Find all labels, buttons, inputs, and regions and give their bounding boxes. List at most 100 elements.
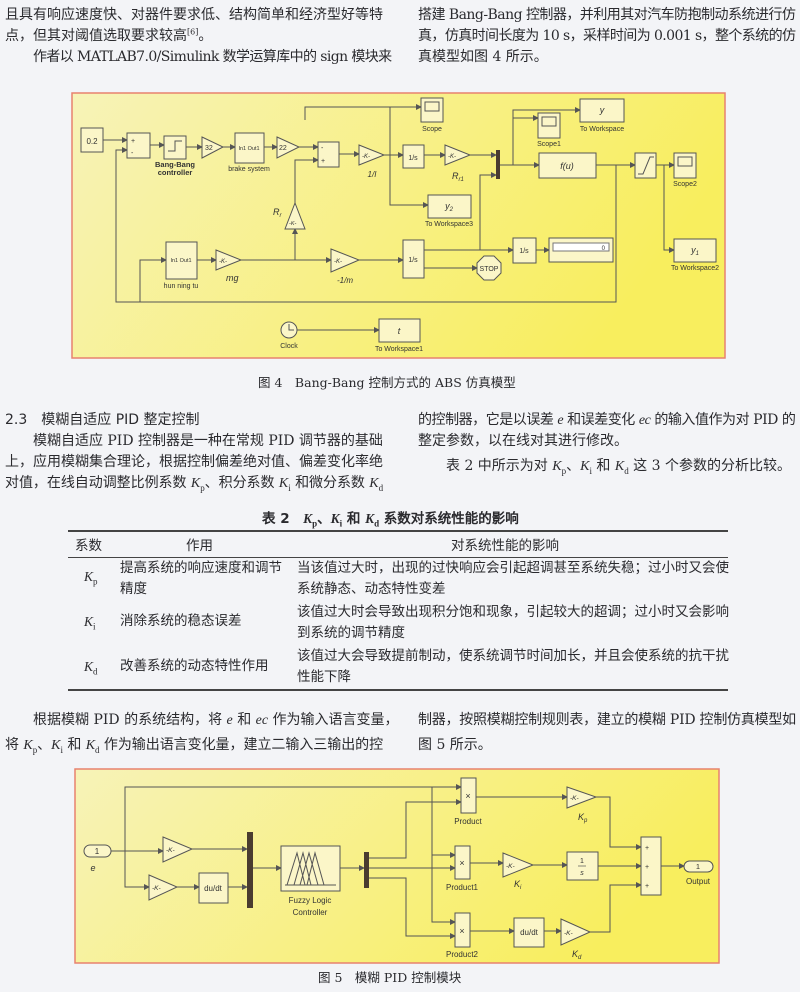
- diagram-label: To Workspace1: [375, 346, 423, 353]
- diagram-label: brake system: [228, 166, 270, 173]
- diagram-label: +: [645, 845, 649, 852]
- text-segment: Kd: [615, 459, 629, 476]
- text-segment: 表 2: [262, 511, 304, 527]
- diagram-label: e: [90, 863, 95, 873]
- diagram-label: s: [580, 870, 584, 877]
- figure-4-caption: 图 4 Bang-Bang 控制方式的 ABS 仿真模型: [258, 375, 516, 390]
- diagram-label: i: [520, 885, 522, 891]
- diagram-element: [168, 140, 182, 152]
- diagram-label: +: [131, 138, 135, 145]
- diagram-element: [424, 101, 440, 112]
- diagram-label: ×: [459, 858, 464, 868]
- citation: [6]: [187, 27, 199, 37]
- diagram-label: 0: [602, 246, 606, 252]
- text-segment: d: [374, 518, 380, 529]
- k-symbol: Kp: [191, 476, 205, 492]
- gain-neg-1-over-m: [330, 248, 361, 273]
- text: 的控制器，它是以误差: [418, 412, 558, 428]
- diagram-element: [596, 796, 642, 850]
- input-port: [83, 844, 112, 858]
- derivative-block-2: [513, 917, 545, 948]
- text-line: 图 5 所示。: [418, 737, 492, 753]
- diagram-label: K: [578, 812, 585, 822]
- diagram-label: -: [131, 150, 134, 157]
- diagram-label: mg: [226, 273, 239, 283]
- gain-Kp: [566, 786, 598, 809]
- gain-Kd: [560, 918, 592, 946]
- diagram-label: 32: [205, 145, 213, 152]
- text-segment: d: [93, 666, 98, 677]
- text-segment: 根据模糊 PID 的系统结构，将: [33, 712, 227, 728]
- text-segment: d: [624, 465, 629, 476]
- diagram-label: 1: [580, 858, 584, 865]
- text-segment: p: [561, 465, 567, 476]
- text-segment: p: [32, 744, 38, 755]
- diagram-label: -K-: [570, 795, 580, 802]
- diagram-element: [288, 324, 294, 331]
- diagram-label: Scope1: [537, 141, 561, 148]
- sum-block-2: [317, 141, 340, 168]
- text-segment: 性能下降: [297, 669, 351, 685]
- diagram-element: [369, 799, 462, 859]
- text-segment: 当该值过大时，出现的过快响应会引起超调甚至系统失稳；过小时又会使: [297, 560, 729, 576]
- hun-ning-tu-subsystem: [165, 241, 198, 280]
- diagram-label: y: [690, 245, 696, 255]
- coefficient: Ki: [84, 611, 96, 632]
- diagram-label: 22: [279, 145, 287, 152]
- role: 消除系统的稳态误差: [120, 613, 242, 629]
- k-symbol: Kd: [369, 476, 383, 492]
- diagram-label: -1/m: [337, 276, 353, 285]
- diagram-label: To Workspace2: [671, 265, 719, 272]
- gain-22: [276, 136, 301, 159]
- text-segment: Kp: [552, 459, 567, 476]
- role: 提高系统的响应速度和调节精度: [120, 558, 282, 600]
- text-line: 根据模糊 PID 的系统结构，将 e 和 ec 作为输入语言变量，: [33, 710, 399, 731]
- diagram-label: +: [321, 158, 325, 165]
- text: 、积分系数: [204, 475, 279, 491]
- text-segment: 作为输入语言变量，: [268, 712, 399, 728]
- gain-Ki: [502, 852, 535, 878]
- to-workspace2-y1: [673, 238, 717, 263]
- stop-block: [476, 255, 502, 281]
- diagram-label: Clock: [280, 343, 298, 350]
- diagram-label: -K-: [166, 847, 176, 854]
- diagram-label: hun ning tu: [164, 283, 199, 290]
- diagram-label: +: [645, 883, 649, 890]
- diagram-element: [304, 104, 422, 120]
- text-segment: Ki: [51, 738, 63, 755]
- k-symbol: Ki: [279, 476, 291, 492]
- text: 和: [591, 458, 615, 474]
- to-workspace-y: [579, 98, 625, 123]
- text-segment: 系统静态、动态特性变差: [297, 581, 446, 597]
- text-segment: 、: [317, 511, 331, 527]
- diagram-element: [285, 851, 336, 886]
- text-segment: ec: [255, 713, 269, 728]
- text-segment: 系数对系统性能的影响: [379, 511, 519, 527]
- diagram-label: r: [280, 213, 283, 219]
- text-segment: p: [93, 576, 98, 587]
- to-workspace3-y2: [427, 194, 472, 219]
- diagram-label: Ki: [514, 879, 522, 891]
- text: 点，但其对阈值选取要求较高: [5, 28, 187, 44]
- diagram-label: y: [599, 105, 605, 115]
- diagram-element: [111, 784, 685, 939]
- text-line: 将 Kp、Ki 和 Kd 作为输出语言变化量，建立二输入三输出的控: [5, 735, 383, 756]
- coefficient: Kp: [84, 566, 98, 587]
- text-segment: 将: [5, 737, 24, 753]
- diagram-label: -K-: [289, 221, 297, 227]
- diagram-element: [103, 104, 675, 333]
- diagram-label: du/dt: [520, 928, 539, 937]
- diagram-element: [677, 156, 693, 167]
- diagram-label: To Workspace: [580, 126, 624, 133]
- diagram-label: To Workspace3: [425, 221, 473, 228]
- integrator-block: [402, 144, 425, 169]
- diagram-label: 1: [95, 847, 100, 856]
- text-line: 且具有响应速度快、对器件要求低、结构简单和经济型好等特: [5, 7, 383, 23]
- text-line: 真，仿真时间长度为 10 s，采样时间为 0.001 s，整个系统的仿: [418, 28, 796, 44]
- text-segment: i: [60, 744, 63, 755]
- diagram-element: [479, 172, 497, 250]
- diagram-element: [552, 242, 610, 252]
- text: 这 3 个参数的分析比较。: [628, 458, 791, 474]
- diagram-label: y2: [444, 201, 454, 213]
